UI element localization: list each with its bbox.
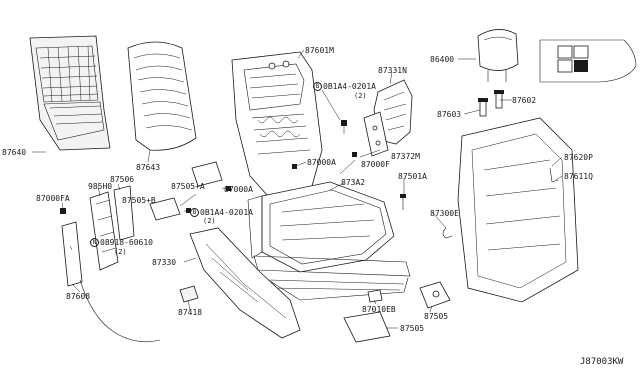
knob-part[interactable] [179, 285, 199, 303]
side-finisher-part[interactable] [189, 227, 301, 339]
label-cushion-assembly[interactable]: 873A2 [341, 178, 366, 187]
clip-87300e-part[interactable] [442, 227, 453, 239]
label-cover-87505-right[interactable]: 87505 [424, 312, 449, 321]
bolt-symbol-icon: B [190, 208, 199, 217]
label-bracket-plus-a[interactable]: 87505+A [171, 182, 205, 191]
bolt-symbol-icon: B [313, 82, 322, 91]
clip-87010eb-part[interactable] [367, 289, 383, 303]
airbag-module-part[interactable] [89, 191, 119, 271]
seat-cover-part[interactable] [457, 117, 579, 303]
label-headrest-holder-a[interactable]: 87603 [437, 110, 462, 119]
label-nut-number: 08918-60610 [100, 238, 153, 247]
label-knob[interactable]: 87418 [178, 308, 203, 317]
label-cover-87505-lower[interactable]: 87505 [400, 324, 425, 333]
back-frame-part[interactable] [231, 51, 323, 197]
label-clip-87000fa[interactable]: 87000FA [36, 194, 70, 203]
label-side-finisher[interactable]: 87330 [152, 258, 177, 267]
clip-87000fa-part[interactable] [60, 208, 66, 214]
label-bracket-plus-b[interactable]: 87505+B [122, 196, 156, 205]
leader-lines [32, 49, 563, 329]
label-side-trim[interactable]: 87331N [378, 66, 407, 75]
nut-symbol-icon: N [90, 238, 99, 247]
clip-87000f-part[interactable] [352, 152, 357, 157]
label-clip-87000a-lower[interactable]: 87000A [224, 185, 253, 194]
bracket-plus-b-part[interactable] [149, 197, 181, 221]
cover-87505-lower-part[interactable] [343, 311, 391, 343]
label-bolt-upper-number: 0B1A4-0201A [323, 82, 376, 91]
label-bolt-lower-qty: (2) [203, 217, 216, 225]
label-back-frame[interactable]: 87601M [305, 46, 334, 55]
seat-back-pad-part[interactable] [127, 41, 197, 151]
label-seat-cover-sub[interactable]: 87611Q [564, 172, 593, 181]
label-clip-87010eb[interactable]: 87010EB [362, 305, 396, 314]
label-seat-cover[interactable]: 87620P [564, 153, 593, 162]
airbag-harness-part[interactable] [61, 221, 161, 343]
label-screw-87501a[interactable]: 87501A [398, 172, 427, 181]
clip-87000a-lower-part[interactable] [226, 186, 231, 191]
label-nut-qty: (2) [114, 248, 127, 256]
bracket-plus-a-part[interactable] [191, 161, 223, 187]
screw-87501a-part[interactable] [400, 194, 406, 210]
cover-87505-right-part[interactable] [419, 281, 451, 309]
bracket-part[interactable] [363, 111, 389, 157]
headrest-holder-b-part[interactable] [494, 90, 504, 109]
seat-cushion-assembly-part[interactable] [247, 181, 411, 301]
airbag-bracket-part[interactable] [113, 185, 135, 241]
label-seat-back-pad[interactable]: 87643 [136, 163, 161, 172]
label-headrest[interactable]: 86400 [430, 55, 455, 64]
headrest-holder-a-part[interactable] [478, 98, 488, 117]
label-bracket[interactable]: 87372M [391, 152, 420, 161]
bolt-upper-part[interactable] [341, 120, 347, 134]
label-clip-87300e[interactable]: 87300E [430, 209, 459, 218]
clip-87000a-upper-part[interactable] [292, 164, 297, 169]
label-bolt-upper-qty: (2) [354, 92, 367, 100]
diagram-reference-code: J87003KW [580, 357, 624, 367]
label-airbag-bracket[interactable]: 87506 [110, 175, 135, 184]
label-clip-87000a-upper[interactable]: 87000A [307, 158, 336, 167]
vehicle-location-inset [539, 39, 637, 83]
label-airbag-harness[interactable]: 87608 [66, 292, 91, 301]
seat-back-board-part[interactable] [29, 35, 111, 151]
label-airbag-module[interactable]: 985H0 [88, 182, 113, 191]
bolt-lower-part[interactable] [186, 208, 191, 213]
label-clip-87000f[interactable]: 87000F [361, 160, 390, 169]
label-bolt-lower-number: 0B1A4-0201A [200, 208, 253, 217]
headrest-part[interactable] [477, 29, 519, 82]
label-headrest-holder-b[interactable]: 87602 [512, 96, 537, 105]
label-seat-back-board[interactable]: 87640 [2, 148, 27, 157]
seat-cover-sub-part[interactable] [549, 167, 559, 183]
